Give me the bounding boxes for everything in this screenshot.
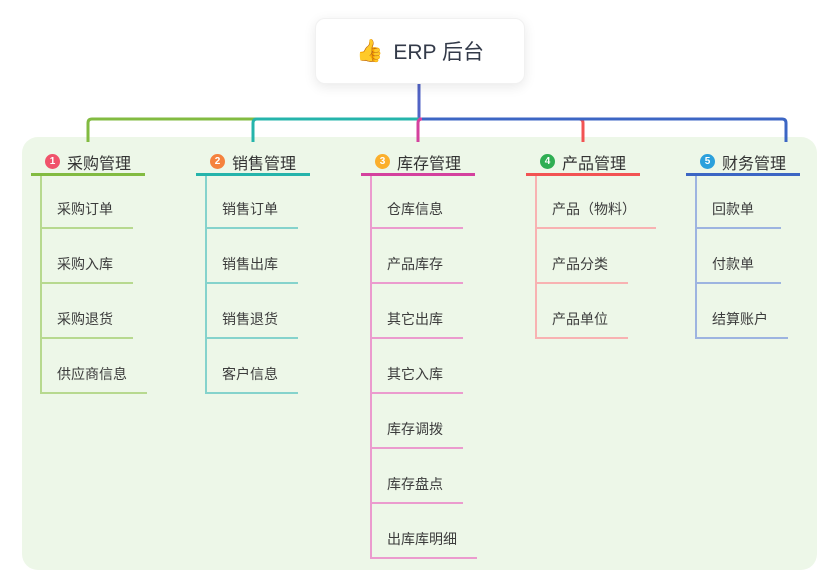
child-node[interactable]: 其它入库 — [370, 339, 463, 394]
branch-title-5[interactable]: 5 财务管理 — [686, 150, 800, 176]
child-node-label: 产品单位 — [552, 311, 608, 327]
branch-title-2[interactable]: 2 销售管理 — [196, 150, 310, 176]
child-node[interactable]: 采购退货 — [40, 284, 133, 339]
child-node-label: 产品（物料） — [552, 201, 636, 217]
branch-rail-line — [370, 176, 372, 559]
branch-children-5: 回款单付款单结算账户 — [695, 176, 788, 339]
branch-title-4[interactable]: 4 产品管理 — [526, 150, 640, 176]
child-node-label: 其它出库 — [387, 311, 443, 327]
branch-rail-line — [40, 176, 42, 394]
branch-children-1: 采购订单采购入库采购退货供应商信息 — [40, 176, 147, 394]
child-node[interactable]: 库存盘点 — [370, 449, 463, 504]
child-node[interactable]: 产品分类 — [535, 229, 628, 284]
branch-title-3[interactable]: 3 库存管理 — [361, 150, 475, 176]
branch-title-label: 财务管理 — [721, 155, 786, 173]
child-node[interactable]: 客户信息 — [205, 339, 298, 394]
child-node-label: 付款单 — [712, 256, 754, 272]
branch-title-1[interactable]: 1 采购管理 — [31, 150, 145, 176]
branch-children-4: 产品（物料） 产品分类产品单位 — [535, 176, 656, 339]
branch-number-badge: 3 — [374, 154, 390, 169]
thumbs-up-icon: 👍 — [355, 38, 384, 63]
child-node[interactable]: 销售出库 — [205, 229, 298, 284]
branch-number-badge: 5 — [699, 154, 715, 169]
child-node[interactable]: 产品单位 — [535, 284, 628, 339]
child-node[interactable]: 供应商信息 — [40, 339, 147, 394]
child-node[interactable]: 其它出库 — [370, 284, 463, 339]
child-node[interactable]: 库存调拨 — [370, 394, 463, 449]
child-node[interactable]: 产品（物料） — [535, 176, 656, 229]
branch-title-label: 库存管理 — [396, 155, 461, 173]
branch-number-badge: 1 — [44, 154, 60, 169]
root-node-label: ERP 后台 — [393, 41, 485, 64]
child-node-label: 采购入库 — [57, 256, 113, 272]
branch-children-3: 仓库信息产品库存其它出库其它入库库存调拨库存盘点出库库明细 — [370, 176, 477, 559]
branch-number-badge: 4 — [539, 154, 555, 169]
mindmap-background-panel — [22, 137, 817, 570]
root-node-erp[interactable]: 👍 ERP 后台 — [315, 18, 525, 84]
child-node[interactable]: 销售订单 — [205, 176, 298, 229]
child-node-label: 回款单 — [712, 201, 754, 217]
child-node[interactable]: 出库库明细 — [370, 504, 477, 559]
branch-title-label: 产品管理 — [561, 155, 626, 173]
child-node-label: 销售出库 — [222, 256, 278, 272]
child-node-label: 出库库明细 — [387, 531, 457, 547]
child-node-label: 结算账户 — [712, 311, 768, 327]
child-node-label: 产品分类 — [552, 256, 608, 272]
child-node-label: 其它入库 — [387, 366, 443, 382]
child-node-label: 仓库信息 — [387, 201, 443, 217]
child-node-label: 客户信息 — [222, 366, 278, 382]
child-node-label: 采购退货 — [57, 311, 113, 327]
child-node[interactable]: 仓库信息 — [370, 176, 463, 229]
branch-title-label: 销售管理 — [231, 155, 296, 173]
branch-rail-line — [205, 176, 207, 394]
child-node-label: 采购订单 — [57, 201, 113, 217]
branch-rail-line — [695, 176, 697, 339]
child-node[interactable]: 销售退货 — [205, 284, 298, 339]
child-node-label: 库存盘点 — [387, 476, 443, 492]
child-node[interactable]: 采购订单 — [40, 176, 133, 229]
child-node-label: 库存调拨 — [387, 421, 443, 437]
child-node-label: 供应商信息 — [57, 366, 127, 382]
child-node-label: 产品库存 — [387, 256, 443, 272]
child-node[interactable]: 付款单 — [695, 229, 781, 284]
child-node-label: 销售订单 — [222, 201, 278, 217]
child-node[interactable]: 回款单 — [695, 176, 781, 229]
child-node[interactable]: 采购入库 — [40, 229, 133, 284]
child-node-label: 销售退货 — [222, 311, 278, 327]
branch-title-label: 采购管理 — [66, 155, 131, 173]
branch-number-badge: 2 — [209, 154, 225, 169]
child-node[interactable]: 产品库存 — [370, 229, 463, 284]
branch-children-2: 销售订单销售出库销售退货客户信息 — [205, 176, 298, 394]
branch-rail-line — [535, 176, 537, 339]
child-node[interactable]: 结算账户 — [695, 284, 788, 339]
